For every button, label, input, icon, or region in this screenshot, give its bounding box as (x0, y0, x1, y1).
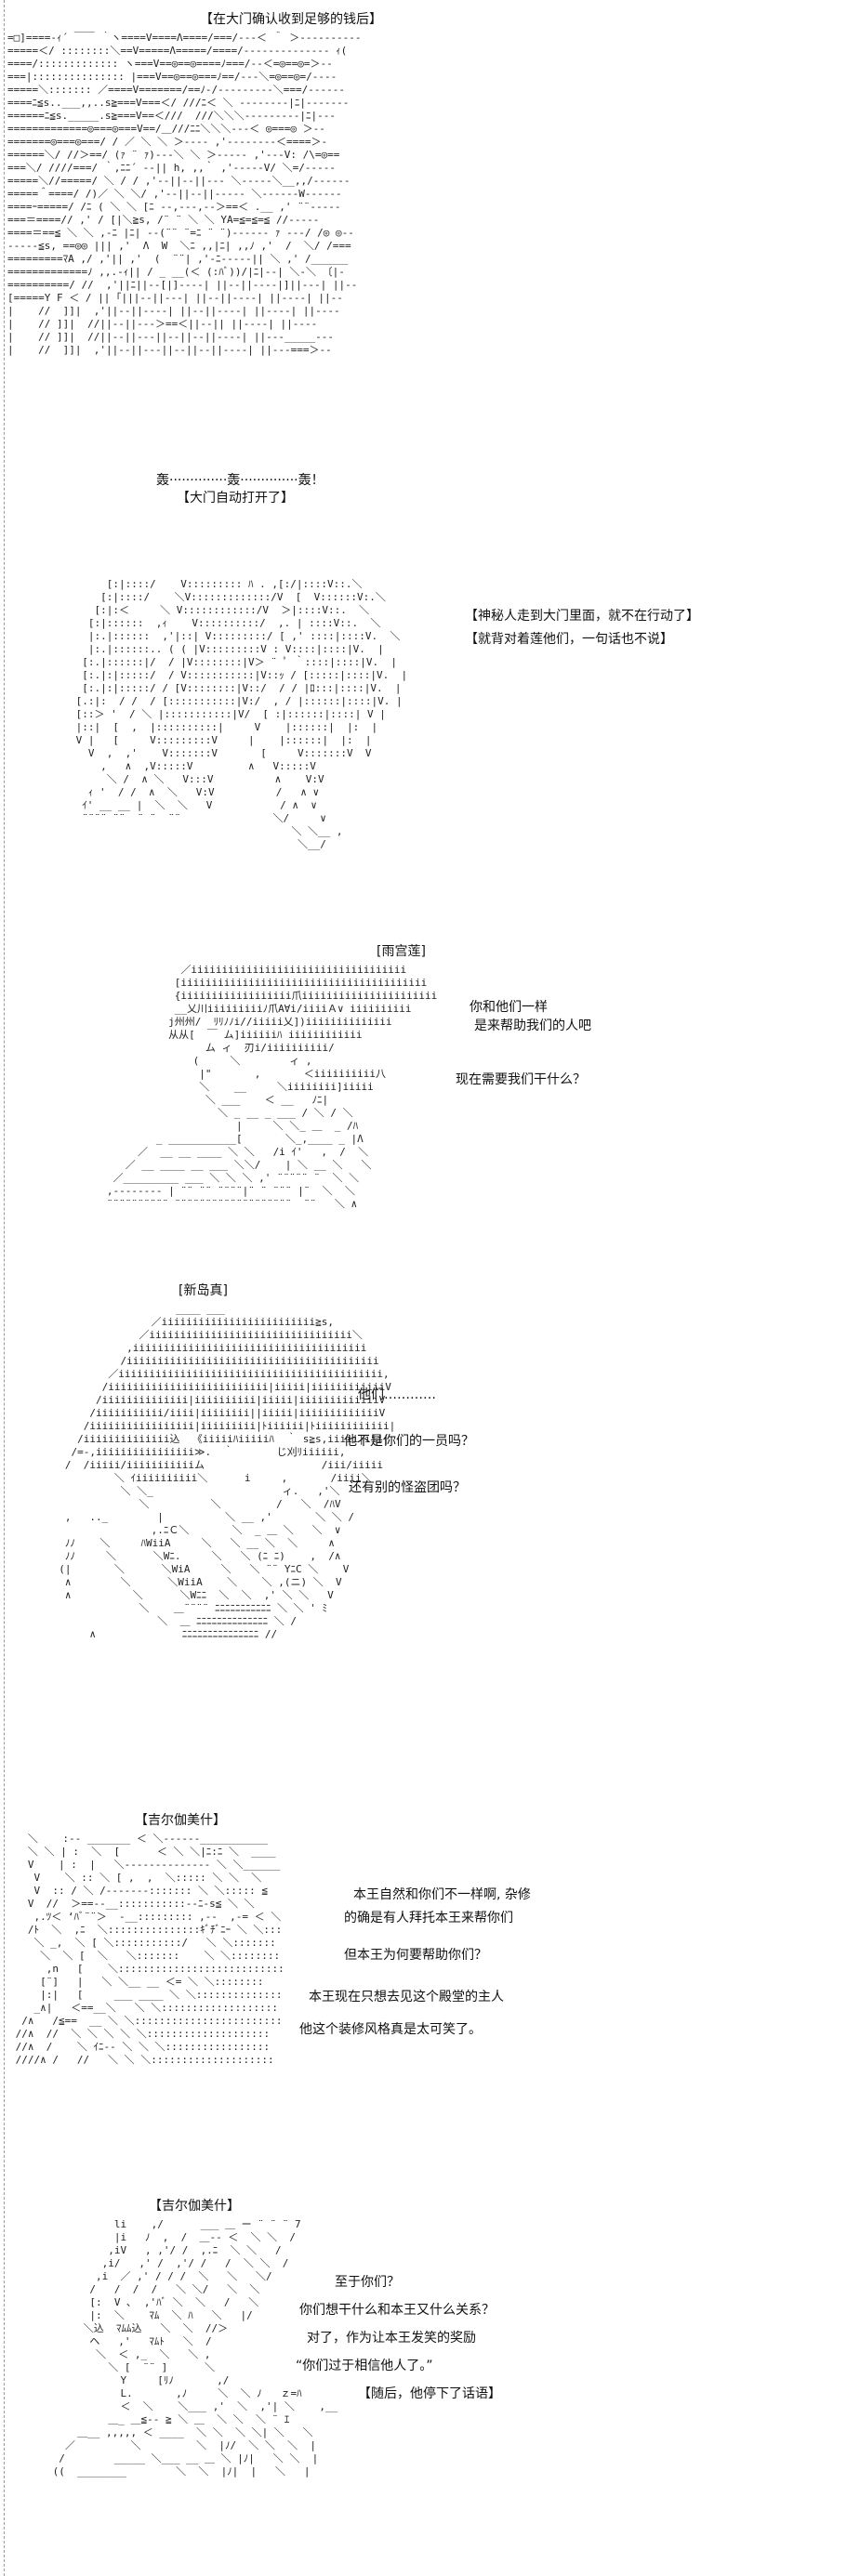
dialogue-line: 你和他们一样 (470, 1000, 548, 1015)
left-frame-border (4, 0, 6, 2576)
dialogue-line: 你们想干什么和本王又什么关系？ (299, 2303, 495, 2318)
dialogue-line: 本王自然和你们不一样啊, 杂修 (353, 1887, 531, 1902)
panel-walk: [:|::::/ V::::::::: ﾊ . ,[:/|::::V::.＼ [… (0, 567, 860, 901)
narration-line: 【神秘人走到大门里面，就不在行动了】 (465, 609, 699, 624)
ascii-art-gilgamesh-2: li ,/ ___ ＿ ー ¨ ¨ ¨ 7 |i ﾉ , / ＿-- ＜ ＼ ＼… (52, 2218, 338, 2477)
dialogue-line: 现在需要我们干什么？ (456, 1072, 586, 1087)
panel-gate: 【在大门确认收到足够的钱后】 =□]====-ｨ´ ￣￣ ｀ヽ====V====… (0, 0, 860, 516)
dialogue-line: 他们………… (358, 1387, 436, 1402)
panel-caption: 【在大门确认收到足够的钱后】 (200, 12, 382, 27)
narration-line: 【就背对着莲他们，一句话也不说】 (465, 632, 673, 647)
panel-niijima: [新岛真] ____ ___ ／iiiiiiiiiiiiiiiiiiiiiiii… (0, 1282, 860, 1775)
dialogue-line: 至于你们？ (335, 2275, 400, 2290)
panel-gilgamesh-1: 【吉尔伽美什】 ＼ :-- _______ ＜ ＼------_________… (0, 1812, 860, 2156)
speaker-name: [雨宫莲] (377, 944, 426, 959)
dialogue-line: 【随后，他停下了话语】 (358, 2386, 501, 2401)
ascii-art-niijima: ____ ___ ／iiiiiiiiiiiiiiiiiiiiiiiii≧s, ／… (59, 1303, 396, 1640)
panel-ren: [雨宫莲] ／iiiiiiiiiiiiiiiiiiiiiiiiiiiiiiiii… (0, 943, 860, 1241)
speaker-name: [新岛真] (179, 1283, 228, 1298)
speaker-name: 【吉尔伽美什】 (149, 2199, 240, 2214)
ascii-art-gate: =□]====-ｨ´ ￣￣ ｀ヽ====V====Λ====/===/---＜ … (7, 32, 362, 356)
panel-gilgamesh-2: 【吉尔伽美什】 li ,/ ___ ＿ ー ¨ ¨ ¨ 7 |i ﾉ , / ＿… (0, 2198, 860, 2576)
dialogue-line: 他这个装修风格真是太可笑了。 (299, 2022, 482, 2037)
ascii-art-gilgamesh-1: ＼ :-- _______ ＜ ＼------___________ ＼ ＼ |… (15, 1833, 284, 2066)
sfx-rumble: 轰··············轰··············轰！ (156, 473, 324, 488)
speaker-name: 【吉尔伽美什】 (135, 1813, 226, 1828)
dialogue-line: 的确是有人拜托本王来帮你们 (344, 1911, 513, 1925)
dialogue-line: 是来帮助我们的人吧 (474, 1019, 591, 1033)
dialogue-line: 对了，作为让本王发笑的奖励 (307, 2331, 476, 2346)
dialogue-line: “你们过于相信他人了。” (296, 2359, 433, 2373)
dialogue-line: 本王现在只想去见这个殿堂的主人 (309, 1990, 504, 2004)
dialogue-line: 他不是你们的一员吗？ (344, 1434, 474, 1449)
dialogue-line: 但本王为何要帮助你们？ (344, 1948, 487, 1963)
ascii-art-figure-back: [:|::::/ V::::::::: ﾊ . ,[:/|::::V::.＼ [… (75, 578, 408, 850)
ascii-art-ren: ／iiiiiiiiiiiiiiiiiiiiiiiiiiiiiiiiiii [ii… (106, 964, 438, 1210)
dialogue-line: 还有别的怪盗团吗？ (349, 1480, 466, 1495)
panel-caption: 【大门自动打开了】 (177, 491, 294, 506)
